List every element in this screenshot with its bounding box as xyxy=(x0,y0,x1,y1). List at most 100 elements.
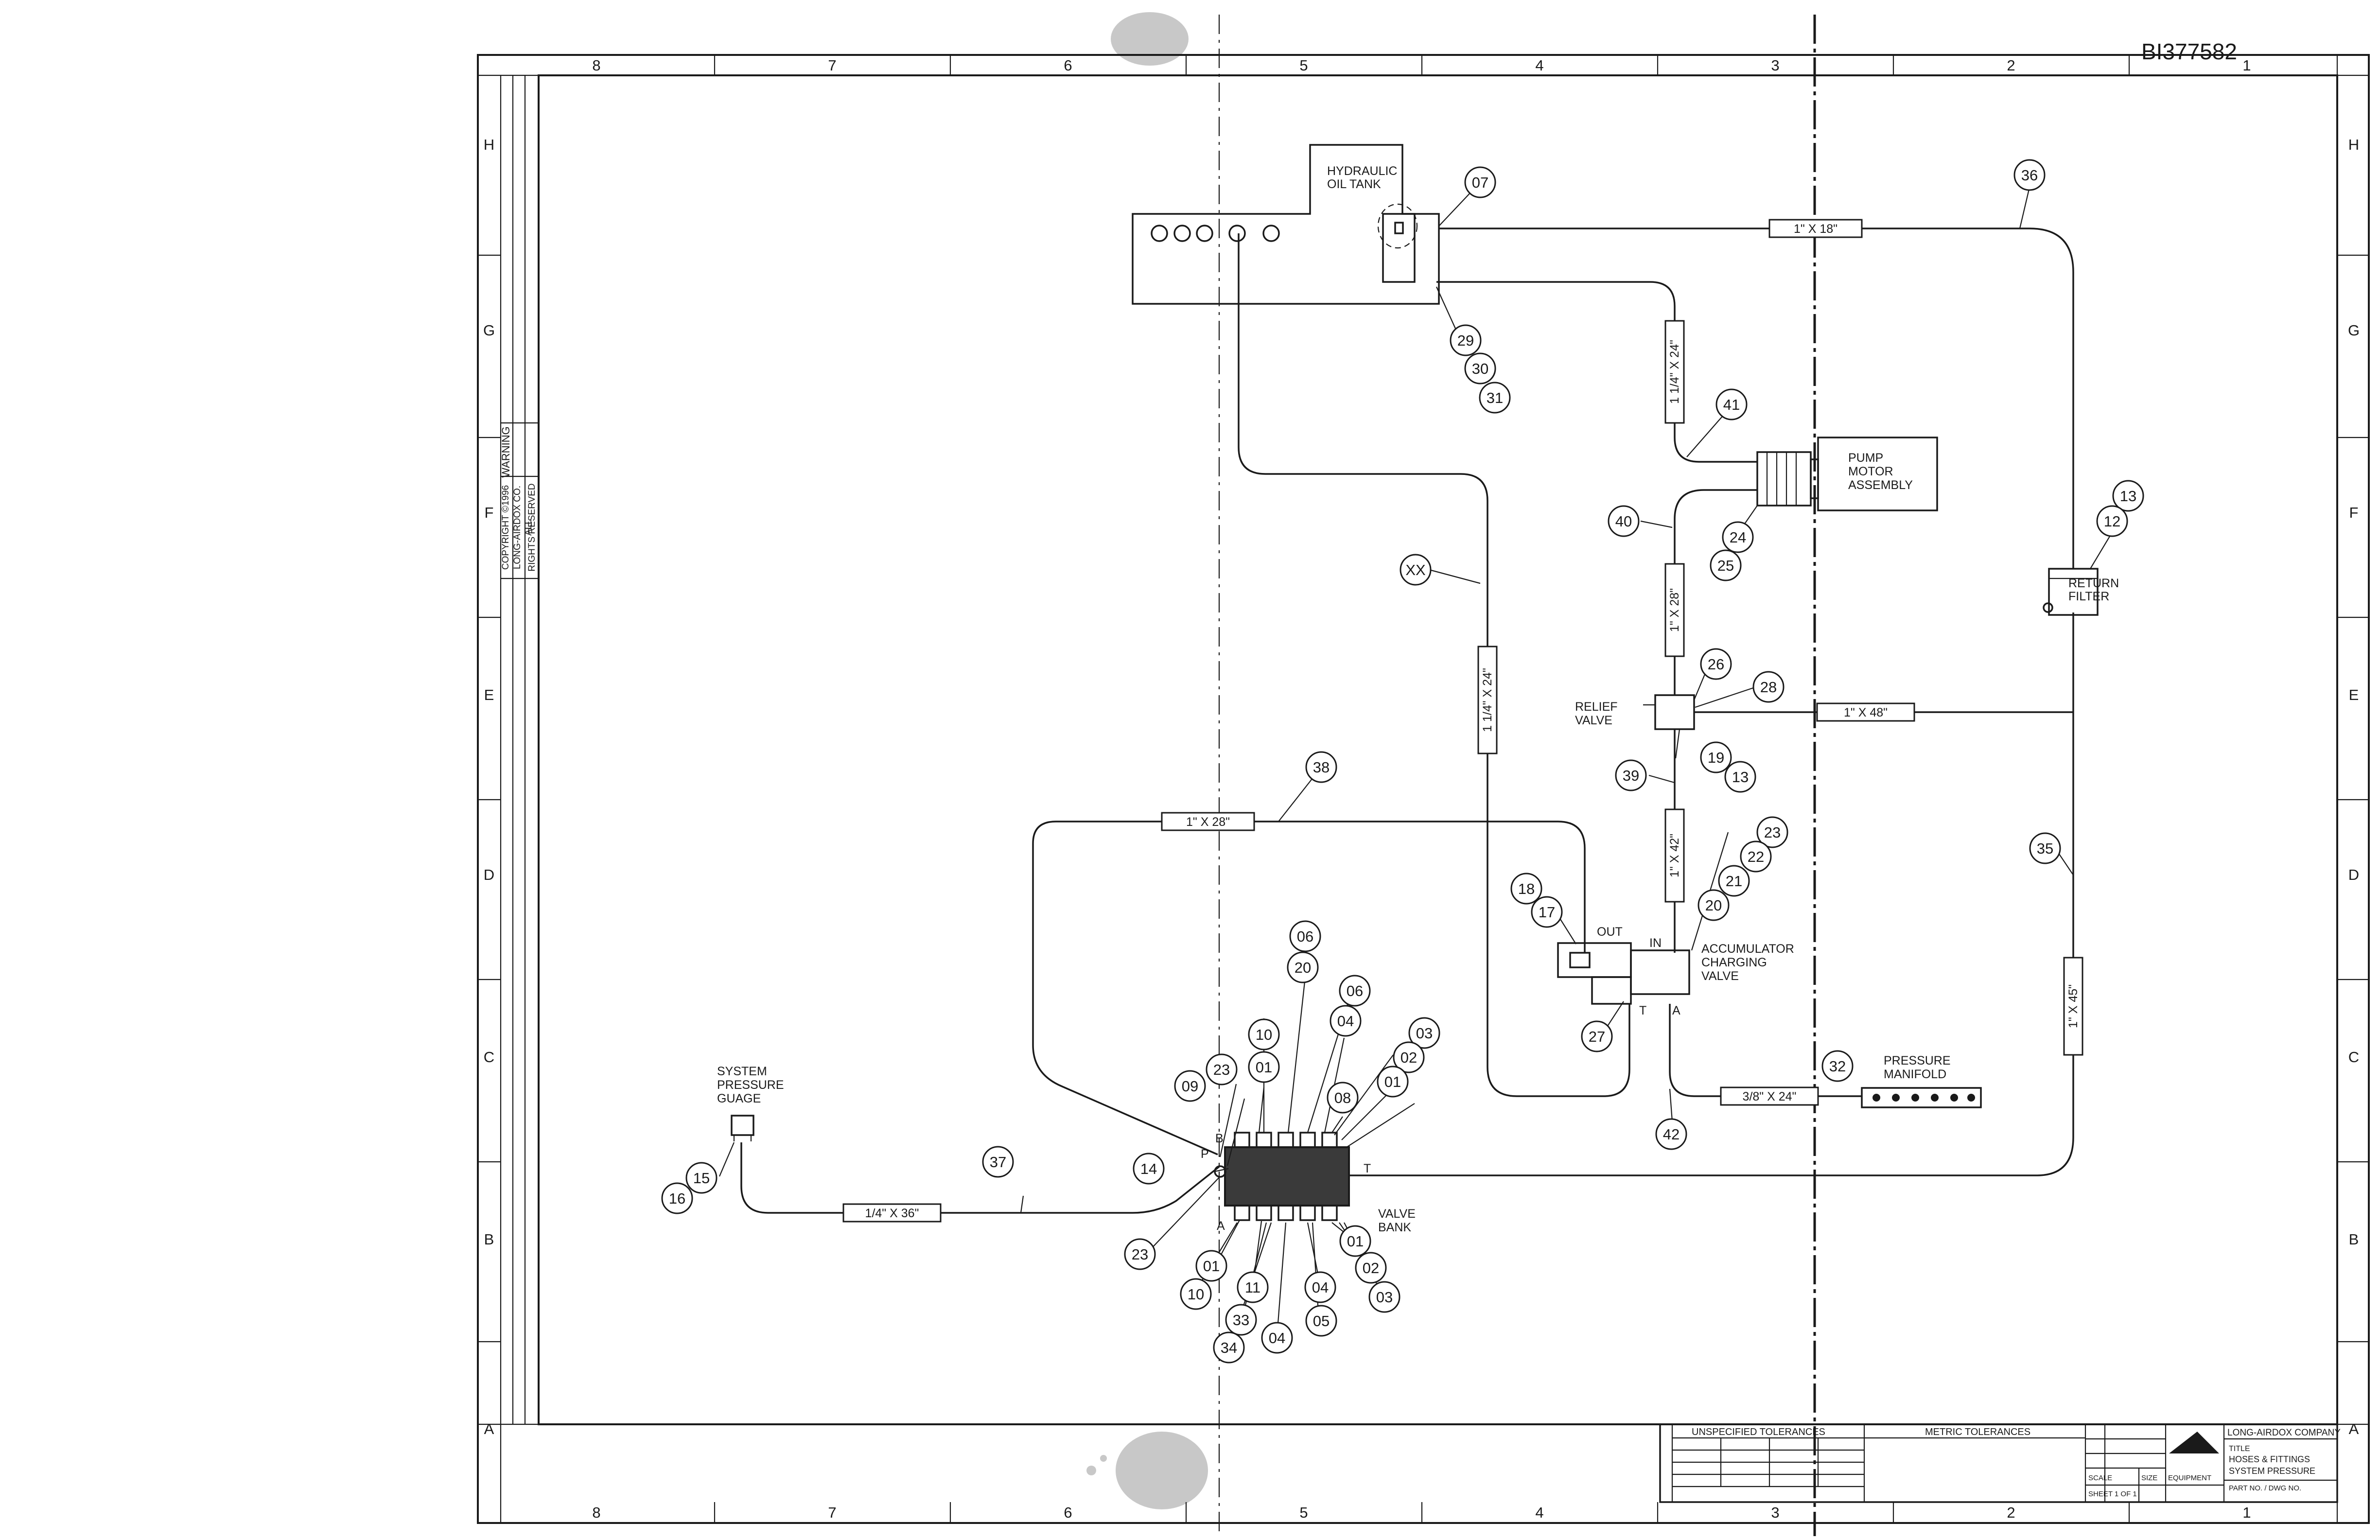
zone-row-label: G xyxy=(483,322,495,339)
zone-row-label: D xyxy=(484,866,494,883)
hose-size-label: 1" X 45" xyxy=(2066,984,2080,1028)
port-out-label: OUT xyxy=(1597,925,1623,939)
svg-text:06: 06 xyxy=(1347,982,1363,999)
callout-bubble: 14 xyxy=(1133,1153,1165,1185)
system-pressure-gauge: SYSTEM PRESSURE GUAGE xyxy=(717,1065,784,1141)
pump-label: MOTOR xyxy=(1848,465,1893,478)
svg-text:08: 08 xyxy=(1334,1089,1351,1106)
callout-bubble: 32 xyxy=(1821,1050,1854,1082)
callout-bubble: 38 xyxy=(1305,751,1337,783)
zone-row-label: E xyxy=(484,686,494,703)
zone-col-label: 2 xyxy=(2007,57,2015,74)
zone-row-label: C xyxy=(484,1049,494,1066)
hose-size-label: 1" X 28" xyxy=(1668,588,1681,632)
svg-text:33: 33 xyxy=(1233,1312,1249,1329)
zone-row-label: A xyxy=(484,1420,494,1437)
hose-size-label: 1" X 18" xyxy=(1794,222,1838,236)
pump-motor-assembly: PUMP MOTOR ASSEMBLY xyxy=(1756,437,1938,511)
title-block: UNSPECIFIED TOLERANCES METRIC TOLERANCES… xyxy=(1659,1423,2341,1503)
zone-col-label: 6 xyxy=(1064,57,1072,74)
column-ticks xyxy=(714,55,2130,1523)
zone-row-label: B xyxy=(2349,1231,2359,1248)
zone-row-label: G xyxy=(2348,322,2360,339)
zone-col-label: 7 xyxy=(828,57,836,74)
gauge-label: PRESSURE xyxy=(717,1078,784,1092)
callout-bubble: 34 xyxy=(1213,1331,1245,1364)
sheet-label: SHEET 1 OF 1 xyxy=(2088,1490,2137,1498)
callout-bubble: 13 xyxy=(2112,480,2144,512)
svg-text:25: 25 xyxy=(1717,557,1734,574)
callout-bubble: 13 xyxy=(1724,761,1756,793)
svg-text:29: 29 xyxy=(1457,332,1474,349)
port-in-label: IN xyxy=(1649,936,1662,950)
svg-text:10: 10 xyxy=(1256,1026,1272,1043)
port-b-label: B xyxy=(1215,1132,1224,1145)
accumulator-charging-valve: OUT IN T A ACCUMULATOR CHARGING VALVE xyxy=(1557,925,1794,1017)
manifold-label: PRESSURE xyxy=(1884,1054,1951,1068)
hose-size-label: 1" X 48" xyxy=(1844,706,1888,719)
svg-text:39: 39 xyxy=(1623,767,1639,784)
callout-bubble: 02 xyxy=(1393,1041,1425,1073)
callout-bubble: 29 xyxy=(1450,324,1482,356)
tolerances-heading: UNSPECIFIED TOLERANCES xyxy=(1692,1427,1825,1437)
zone-row-label: D xyxy=(2348,866,2359,883)
callout-bubble: 05 xyxy=(1305,1305,1337,1337)
callout-bubble: 03 xyxy=(1408,1017,1440,1049)
zone-col-label: 1 xyxy=(2242,1504,2251,1521)
callout-bubble: 04 xyxy=(1330,1005,1362,1037)
zone-col-label: 2 xyxy=(2007,1504,2015,1521)
zone-row-label: A xyxy=(2349,1420,2359,1437)
callout-bubbles: 07 36 29 30 31 41 13 12 40 24 25 XX 26 2… xyxy=(661,159,2144,1364)
svg-text:14: 14 xyxy=(1140,1160,1157,1177)
title-line: TITLE xyxy=(2229,1445,2250,1453)
zone-row-label: C xyxy=(2348,1049,2359,1066)
callout-bubble: 19 xyxy=(1700,741,1732,773)
drawing-frame: 8 7 6 5 4 3 2 1 8 7 6 5 4 3 2 1 H G F E … xyxy=(477,54,2370,1524)
callout-bubble: 21 xyxy=(1718,865,1750,897)
callout-bubble: 01 xyxy=(1377,1066,1409,1098)
svg-text:15: 15 xyxy=(693,1170,710,1187)
svg-text:01: 01 xyxy=(1203,1258,1220,1275)
svg-text:04: 04 xyxy=(1337,1013,1354,1030)
zone-col-label: 1 xyxy=(2242,57,2251,74)
port-t-label: T xyxy=(1364,1162,1371,1175)
svg-text:04: 04 xyxy=(1312,1279,1329,1296)
row-ticks xyxy=(478,254,2369,1343)
callout-bubble: 40 xyxy=(1608,505,1640,537)
zone-col-label: 4 xyxy=(1535,1504,1543,1521)
callout-bubble: 15 xyxy=(685,1162,718,1194)
svg-text:16: 16 xyxy=(669,1190,685,1207)
callout-bubble: 42 xyxy=(1655,1118,1687,1150)
svg-text:21: 21 xyxy=(1726,873,1742,890)
valve-bank-label: VALVE xyxy=(1378,1207,1416,1221)
callout-bubble: 09 xyxy=(1174,1070,1206,1102)
callout-bubble: 36 xyxy=(2013,159,2046,191)
callout-bubble: 39 xyxy=(1615,759,1647,791)
valve-bank-label: BANK xyxy=(1378,1221,1411,1234)
hose-size-label: 1 1/4" X 24" xyxy=(1668,340,1681,404)
zone-col-label: 7 xyxy=(828,1504,836,1521)
callout-bubble: 25 xyxy=(1710,549,1742,581)
callout-bubble: 33 xyxy=(1225,1304,1257,1336)
svg-text:01: 01 xyxy=(1256,1059,1272,1076)
svg-text:22: 22 xyxy=(1748,848,1764,865)
gauge-label: SYSTEM xyxy=(717,1065,767,1078)
callout-bubble: 24 xyxy=(1722,521,1754,553)
scan-smudges xyxy=(1086,12,1208,1509)
callout-bubble: 07 xyxy=(1464,166,1496,198)
svg-text:04: 04 xyxy=(1269,1330,1285,1347)
callout-bubble: 23 xyxy=(1756,816,1788,848)
callout-bubble: 06 xyxy=(1289,920,1321,952)
callout-bubble: 35 xyxy=(2029,832,2061,864)
port-t-label: T xyxy=(1639,1004,1646,1017)
svg-text:12: 12 xyxy=(2104,513,2120,530)
callout-bubble: 23 xyxy=(1206,1053,1238,1085)
callout-bubble: XX xyxy=(1400,554,1432,586)
warning-heading: WARNING xyxy=(500,426,512,478)
title-line: HOSES & FITTINGS xyxy=(2229,1454,2310,1464)
svg-text:28: 28 xyxy=(1760,679,1777,696)
svg-text:20: 20 xyxy=(1295,959,1311,976)
callout-bubble: 23 xyxy=(1124,1238,1156,1270)
svg-text:18: 18 xyxy=(1518,880,1535,897)
